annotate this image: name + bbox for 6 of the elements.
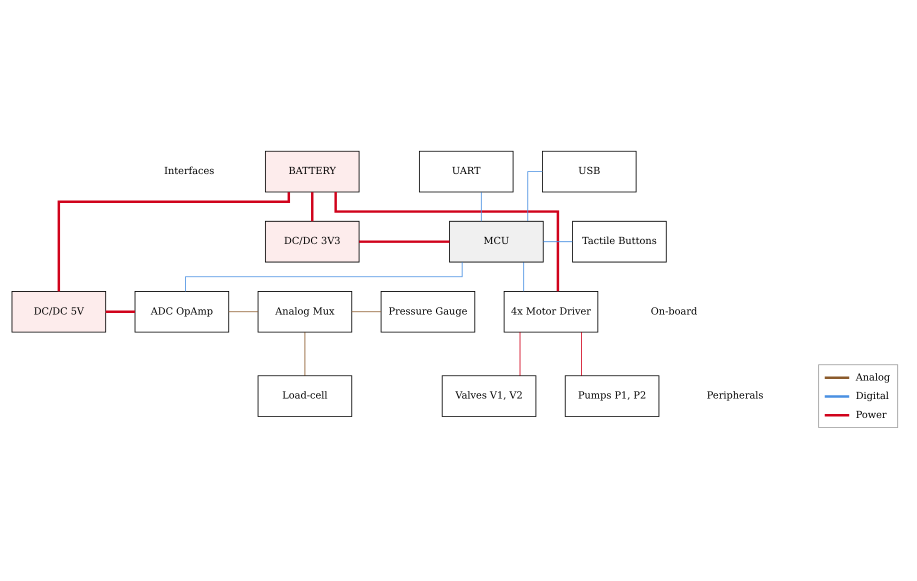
legend-label: Analog bbox=[856, 372, 890, 383]
label: Interfaces bbox=[164, 166, 214, 177]
label: Peripherals bbox=[706, 390, 764, 402]
legend-label: Digital bbox=[856, 390, 889, 402]
legend-label: Power bbox=[856, 409, 887, 420]
label: On-board bbox=[650, 306, 698, 317]
